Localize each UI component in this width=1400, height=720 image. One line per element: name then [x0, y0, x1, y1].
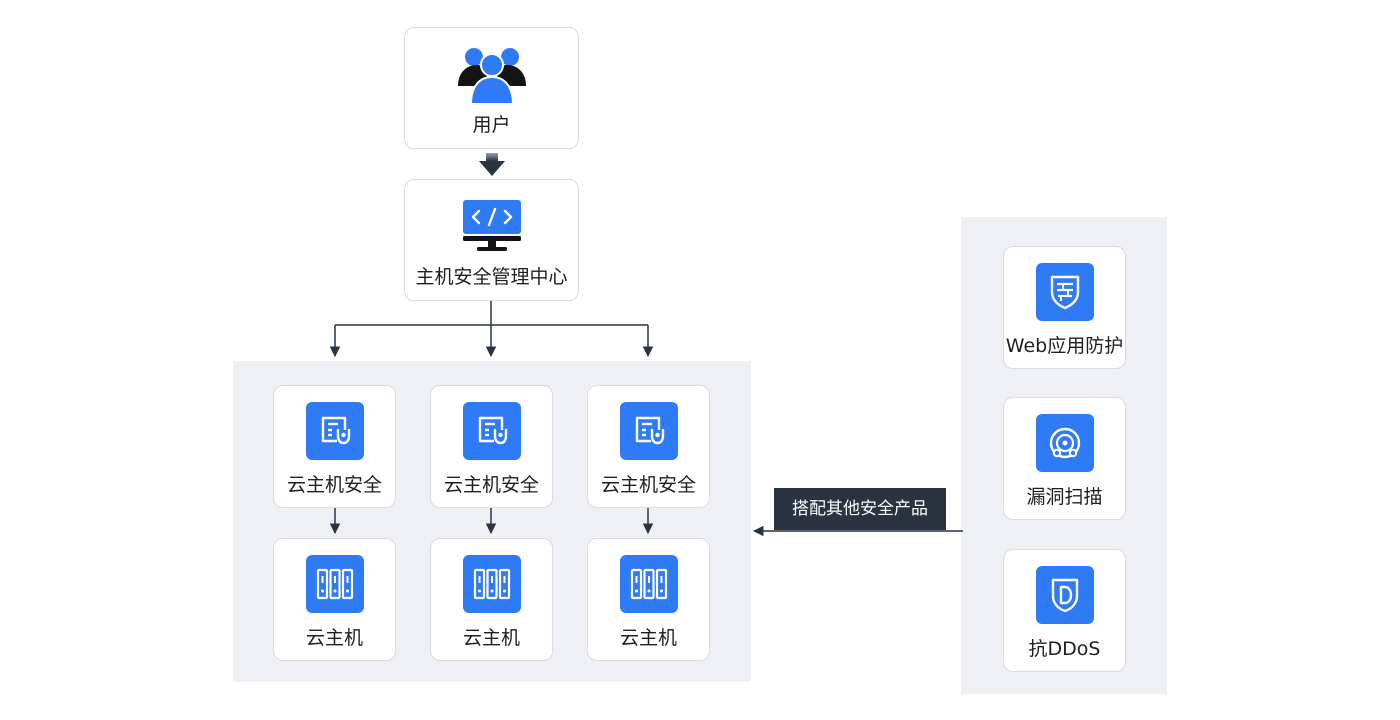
cloud-host-icon [619, 555, 678, 613]
management-center-node: 主机安全管理中心 [404, 179, 579, 301]
cloud-host-node: 云主机 [430, 538, 553, 661]
security-to-host-arrows [329, 508, 654, 535]
host-security-icon [619, 402, 678, 460]
host-security-label: 云主机安全 [600, 474, 696, 496]
center-to-columns-arrows [329, 301, 654, 358]
user-label: 用户 [472, 114, 511, 136]
host-security-icon [462, 402, 521, 460]
vulnerability-scan-label: 漏洞扫描 [1026, 486, 1103, 508]
management-center-label: 主机安全管理中心 [415, 266, 568, 288]
cloud-host-icon [462, 555, 521, 613]
cloud-host-label: 云主机 [305, 627, 363, 649]
cloud-host-node: 云主机 [587, 538, 710, 661]
host-security-node: 云主机安全 [587, 385, 710, 508]
anti-ddos-node: 抗DDoS [1003, 549, 1126, 672]
user-node: 用户 [404, 27, 579, 149]
host-security-label: 云主机安全 [443, 474, 539, 496]
host-security-icon [305, 402, 364, 460]
connector-label: 搭配其他安全产品 [774, 488, 946, 530]
host-security-node: 云主机安全 [430, 385, 553, 508]
cloud-host-icon [305, 555, 364, 613]
code-monitor-icon [462, 200, 521, 251]
web-protection-node: Web应用防护 [1003, 246, 1126, 369]
host-security-node: 云主机安全 [273, 385, 396, 508]
scan-target-icon [1035, 414, 1094, 472]
firewall-shield-icon [1035, 263, 1094, 321]
user-to-center-arrow [479, 153, 505, 176]
ddos-shield-icon [1035, 566, 1094, 624]
host-security-label: 云主机安全 [286, 474, 382, 496]
anti-ddos-label: 抗DDoS [1028, 638, 1101, 660]
vulnerability-scan-node: 漏洞扫描 [1003, 397, 1126, 520]
cloud-host-label: 云主机 [462, 627, 520, 649]
web-protection-label: Web应用防护 [1005, 335, 1124, 357]
users-icon [457, 48, 526, 105]
cloud-host-node: 云主机 [273, 538, 396, 661]
cloud-host-label: 云主机 [619, 627, 677, 649]
